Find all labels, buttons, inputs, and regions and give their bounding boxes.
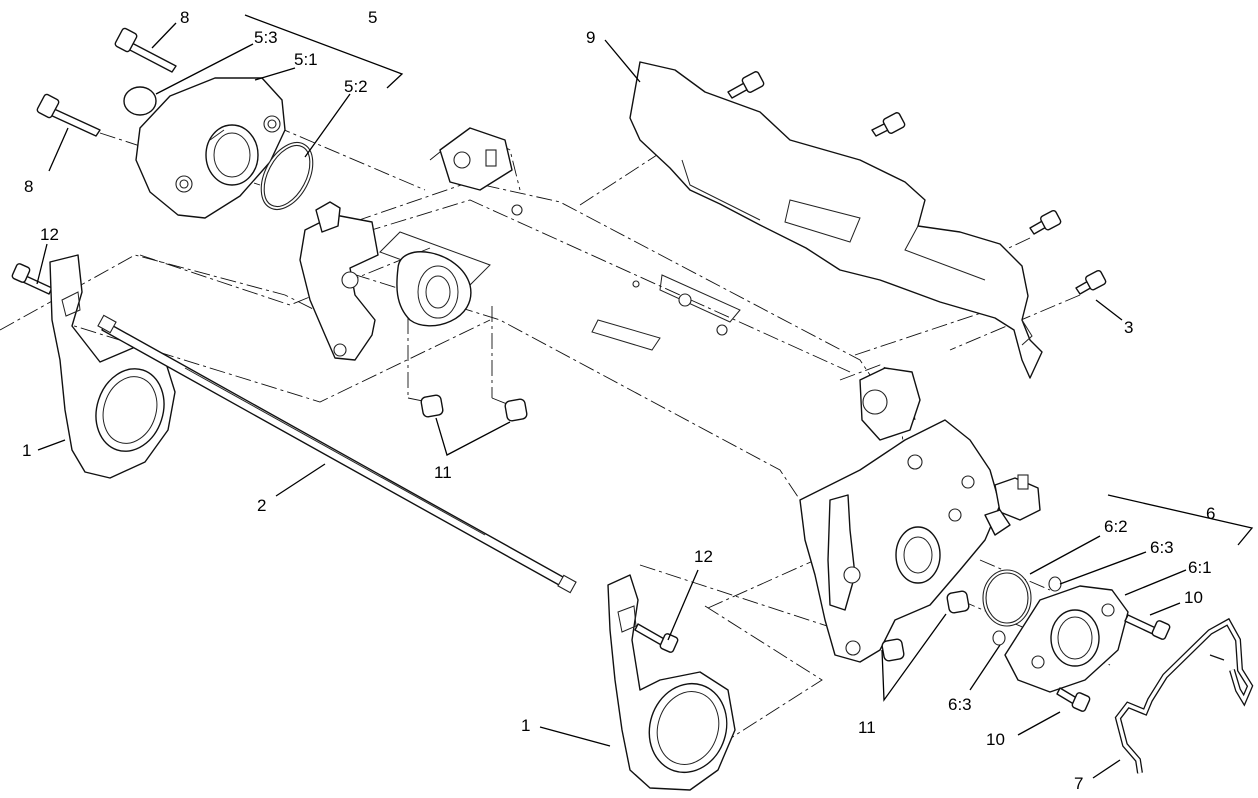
callout-6-3-lower: 6:3 [948, 695, 972, 714]
callout-5-3: 5:3 [254, 28, 278, 47]
o-ring-5-2 [260, 142, 314, 210]
wire-bracket-7 [1114, 617, 1254, 774]
callout-1-right: 1 [521, 716, 530, 735]
plug-5-3 [123, 86, 157, 116]
shaft-2 [97, 314, 577, 594]
screw-12-left [11, 263, 53, 295]
lever-1-right [607, 574, 736, 791]
callout-5-1: 5:1 [294, 50, 318, 69]
right-side-plate [799, 367, 1041, 663]
bearing-housing-6-1 [1004, 585, 1129, 693]
callout-6: 6 [1206, 504, 1215, 523]
callout-11-upper: 11 [434, 463, 452, 482]
callout-6-3-upper: 6:3 [1150, 538, 1174, 557]
callout-6-1: 6:1 [1188, 558, 1212, 577]
screw-12-right [634, 623, 679, 653]
callout-10-upper: 10 [1184, 588, 1203, 607]
cover-bolts-3 [727, 71, 1107, 295]
lever-1-left [49, 254, 176, 479]
callout-8-upper: 8 [180, 8, 189, 27]
callout-1-left: 1 [22, 441, 31, 460]
left-side-plate [299, 127, 513, 361]
callout-3: 3 [1124, 318, 1133, 337]
nuts-11-lower [881, 590, 970, 662]
bolts-10 [1056, 614, 1171, 712]
washers-6-3 [992, 576, 1062, 646]
callout-9: 9 [586, 28, 595, 47]
bolt-8-upper [114, 27, 177, 73]
callout-12-right: 12 [694, 547, 713, 566]
bolt-8-lower [36, 93, 101, 137]
callout-labels: 8 5 5:3 5:1 5:2 8 9 12 3 1 11 2 6 6:2 6:… [22, 8, 1215, 793]
callout-6-2: 6:2 [1104, 517, 1128, 536]
callout-5-2: 5:2 [344, 77, 368, 96]
bearing-housing-5 [135, 77, 286, 219]
leader-lines [36, 14, 1254, 779]
nuts-11-upper [420, 394, 528, 422]
callout-10-lower: 10 [986, 730, 1005, 749]
o-ring-6-2 [982, 569, 1032, 627]
callout-2: 2 [257, 496, 266, 515]
callout-5: 5 [368, 8, 377, 27]
callout-7: 7 [1074, 774, 1083, 793]
callout-12-left: 12 [40, 225, 59, 244]
callout-11-lower: 11 [858, 718, 876, 737]
callout-8-lower: 8 [24, 177, 33, 196]
cover-shield-9 [629, 61, 1043, 379]
